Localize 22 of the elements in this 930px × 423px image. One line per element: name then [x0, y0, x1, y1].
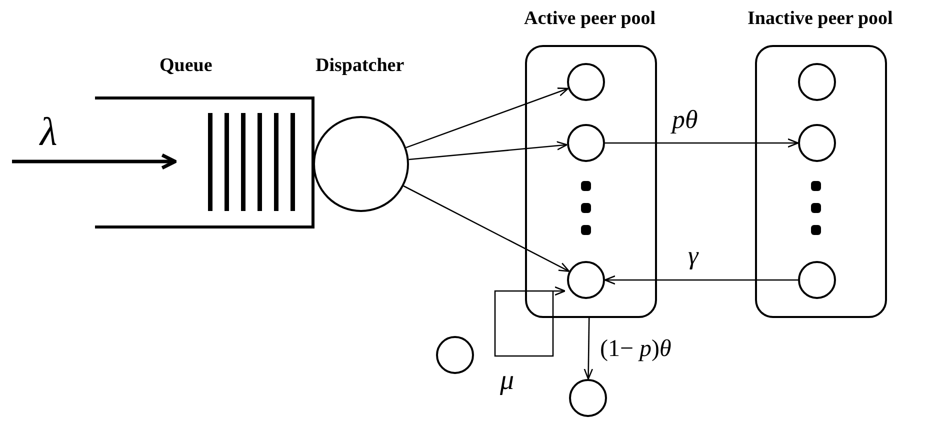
edge-label: (1− p)θ — [600, 337, 672, 361]
arrow — [12, 153, 177, 170]
arrow — [604, 275, 798, 285]
node-title: Active peer pool — [524, 8, 656, 30]
node-title: Queue — [160, 55, 212, 77]
arrow — [403, 185, 570, 272]
arrow — [406, 88, 569, 148]
node-title: Inactive peer pool — [748, 8, 893, 30]
empty-circle — [798, 261, 836, 299]
empty-circle — [569, 379, 607, 417]
empty-circle — [798, 63, 836, 101]
empty-circle — [567, 124, 605, 162]
empty-circle — [436, 336, 474, 374]
arrow — [408, 141, 568, 160]
node-title: Dispatcher — [316, 55, 404, 77]
arrow — [584, 318, 594, 380]
arrow — [605, 138, 799, 148]
empty-circle — [567, 261, 605, 299]
empty-circle — [567, 63, 605, 101]
edge-label: pθ — [672, 107, 698, 133]
empty-circle — [798, 124, 836, 162]
arrow — [494, 286, 566, 357]
